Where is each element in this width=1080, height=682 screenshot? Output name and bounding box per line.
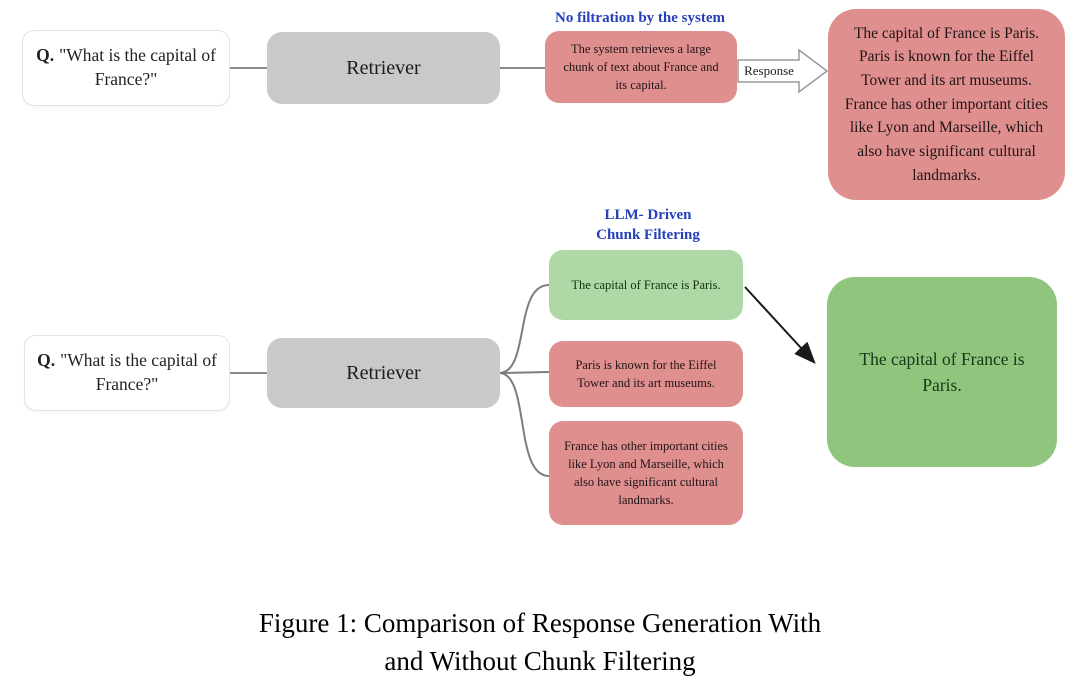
bottom-retriever-box: Retriever xyxy=(267,338,500,408)
top-output-box: The capital of France is Paris. Paris is… xyxy=(828,9,1065,200)
filtered-chunk-text-2: France has other important cities like L… xyxy=(564,438,728,508)
filtered-chunk-box-2: France has other important cities like L… xyxy=(549,421,743,525)
filtered-chunk-box-1: Paris is known for the Eiffel Tower and … xyxy=(549,341,743,407)
top-retrieved-chunk-box: The system retrieves a large chunk of te… xyxy=(545,31,737,103)
top-question-text: Q."What is the capital of France?" xyxy=(36,45,216,89)
top-retriever-box: Retriever xyxy=(267,32,500,104)
figure-caption-line1: Figure 1: Comparison of Response Generat… xyxy=(258,608,822,638)
figure-caption: Figure 1: Comparison of Response Generat… xyxy=(0,604,1080,680)
fan-line-to-bottom-chunk xyxy=(499,372,550,477)
bottom-question-box: Q."What is the capital of France?" xyxy=(24,335,230,411)
fan-line-to-kept-chunk xyxy=(499,284,550,374)
bottom-flow-title-line2: Chunk Filtering xyxy=(596,226,700,243)
kept-chunk-box: The capital of France is Paris. xyxy=(549,250,743,320)
figure-caption-line2: and Without Chunk Filtering xyxy=(384,646,696,676)
bottom-flow-title: LLM- Driven Chunk Filtering xyxy=(548,206,748,245)
kept-chunk-text: The capital of France is Paris. xyxy=(571,277,721,292)
bottom-output-box: The capital of France is Paris. xyxy=(827,277,1057,467)
bottom-question-text: Q."What is the capital of France?" xyxy=(37,350,217,394)
response-arrow-label: Response xyxy=(744,63,794,78)
top-output-text: The capital of France is Paris. Paris is… xyxy=(844,24,1049,184)
top-question-prefix: Q. xyxy=(36,45,55,66)
top-question-box: Q."What is the capital of France?" xyxy=(22,30,230,106)
bottom-question-prefix: Q. xyxy=(37,350,56,371)
top-retrieved-chunk-text: The system retrieves a large chunk of te… xyxy=(563,41,719,93)
filtered-chunk-text-1: Paris is known for the Eiffel Tower and … xyxy=(575,357,717,390)
bottom-retriever-label: Retriever xyxy=(346,361,421,384)
fan-line-to-middle-chunk xyxy=(499,371,550,374)
kept-chunk-to-output-arrow xyxy=(744,286,816,364)
top-retriever-label: Retriever xyxy=(346,56,421,79)
top-flow-title: No filtration by the system xyxy=(555,10,725,26)
bottom-output-text: The capital of France is Paris. xyxy=(859,348,1025,395)
bottom-flow-title-line1: LLM- Driven xyxy=(604,207,692,223)
response-block-arrow xyxy=(737,48,829,94)
